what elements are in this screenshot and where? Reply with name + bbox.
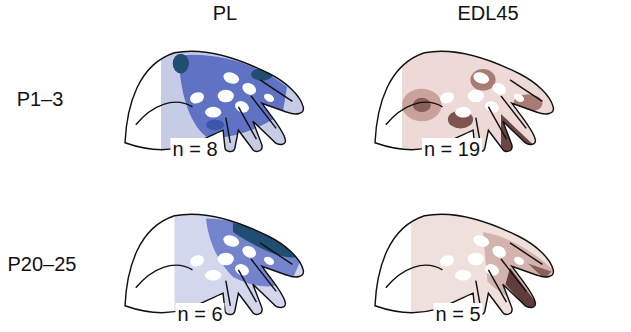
row-heading: P1–3 xyxy=(15,88,66,110)
paw-pl-early xyxy=(125,42,314,159)
sample-count: n = 5 xyxy=(433,303,482,325)
paw-edl-early xyxy=(375,42,564,159)
row-heading: P20–25 xyxy=(6,253,79,275)
column-heading: EDL45 xyxy=(455,2,520,24)
sample-count: n = 19 xyxy=(422,138,482,160)
sample-count: n = 6 xyxy=(175,303,224,325)
sample-count: n = 8 xyxy=(170,138,219,160)
column-heading: PL xyxy=(211,2,239,24)
